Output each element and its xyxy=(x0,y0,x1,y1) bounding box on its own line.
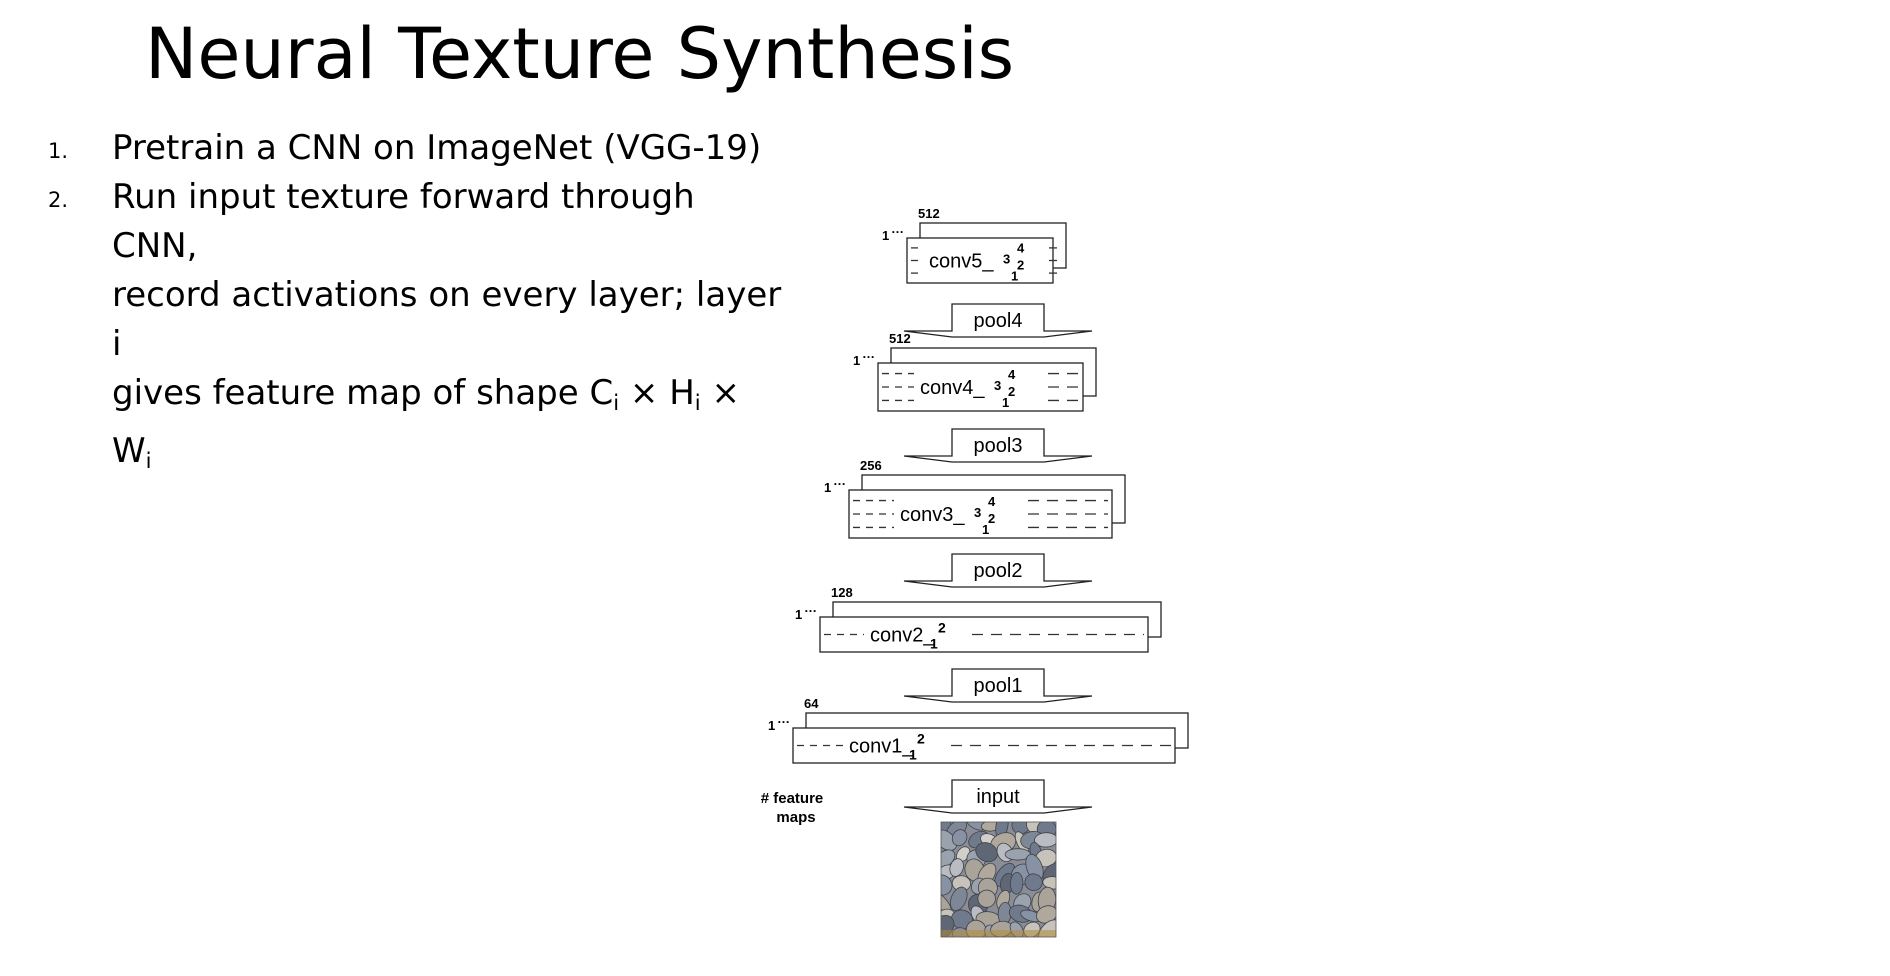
channel-ellipsis: … xyxy=(862,346,875,361)
conv-block-1: conv1_12641… xyxy=(768,696,1189,764)
feature-maps-label: # feature xyxy=(761,790,824,807)
conv-block-3: conv3_12342561… xyxy=(824,458,1126,539)
arrow-label: pool1 xyxy=(974,675,1023,697)
channel-count: 64 xyxy=(804,696,819,711)
input-arrow: input xyxy=(903,779,1093,814)
channel-ellipsis: … xyxy=(891,221,904,236)
channel-ellipsis: … xyxy=(833,473,846,488)
conv-block-label: conv2_ xyxy=(870,625,935,647)
arrow-label: pool4 xyxy=(974,310,1023,332)
pool4-arrow: pool4 xyxy=(903,303,1093,338)
arrow-label: pool2 xyxy=(974,560,1023,582)
bullet-text-line: record activations on every layer; layer… xyxy=(112,275,782,364)
channel-ellipsis: … xyxy=(804,600,817,615)
pool2-arrow: pool2 xyxy=(903,553,1093,588)
channel-index: 1 xyxy=(882,228,889,243)
sublayer-index: 3 xyxy=(994,378,1001,393)
sublayer-index: 4 xyxy=(1008,367,1016,382)
channel-count: 128 xyxy=(831,585,853,600)
texture-image xyxy=(940,821,1057,938)
sublayer-index: 4 xyxy=(1017,241,1025,256)
conv-block-label: conv3_ xyxy=(900,504,965,526)
bullet-text: Pretrain a CNN on ImageNet (VGG-19) xyxy=(112,128,762,168)
bullet-number: 2. xyxy=(48,188,69,212)
sublayer-index: 2 xyxy=(1008,384,1015,399)
sublayer-index: 1 xyxy=(930,636,938,652)
sublayer-index: 4 xyxy=(988,494,996,509)
channel-index: 1 xyxy=(824,480,831,495)
conv-block-label: conv5_ xyxy=(929,251,994,273)
channel-ellipsis: … xyxy=(777,711,790,726)
slide-title: Neural Texture Synthesis xyxy=(145,13,1015,95)
sublayer-index: 1 xyxy=(909,747,917,763)
conv-block-4: conv4_12345121… xyxy=(853,331,1097,412)
sublayer-index: 1 xyxy=(982,522,989,537)
channel-count: 512 xyxy=(918,206,940,221)
pool3-arrow: pool3 xyxy=(903,428,1093,463)
channel-index: 1 xyxy=(795,607,802,622)
bullet-number: 1. xyxy=(48,139,69,163)
shape-formula: Ci × Hi × Wi xyxy=(112,373,740,473)
sublayer-index: 1 xyxy=(1011,269,1018,284)
conv-block-label: conv4_ xyxy=(920,377,985,399)
sublayer-index: 3 xyxy=(974,505,981,520)
channel-index: 1 xyxy=(853,353,860,368)
pool1-arrow: pool1 xyxy=(903,668,1093,703)
bullet-list: 1. Pretrain a CNN on ImageNet (VGG-19) 2… xyxy=(44,124,784,485)
conv-block-2: conv2_121281… xyxy=(795,585,1162,653)
bullet-text-line: Run input texture forward through CNN, xyxy=(112,177,695,266)
sublayer-index: 2 xyxy=(938,620,946,636)
conv-block-label: conv1_ xyxy=(849,736,914,758)
bullet-item-2: 2. Run input texture forward through CNN… xyxy=(44,173,784,485)
sublayer-index: 3 xyxy=(1003,252,1010,267)
channel-count: 512 xyxy=(889,331,911,346)
channel-count: 256 xyxy=(860,458,882,473)
bullet-text-line: gives feature map of shape Ci × Hi × Wi xyxy=(112,373,740,473)
sublayer-index: 2 xyxy=(988,511,995,526)
sublayer-index: 1 xyxy=(1002,395,1009,410)
bullet-item-1: 1. Pretrain a CNN on ImageNet (VGG-19) xyxy=(44,124,784,173)
feature-maps-label: maps xyxy=(776,809,815,826)
conv-block-5: conv5_12345121… xyxy=(882,206,1067,284)
sublayer-index: 2 xyxy=(1017,258,1024,273)
arrow-label: pool3 xyxy=(974,435,1023,457)
sublayer-index: 2 xyxy=(917,731,925,747)
arrow-label: input xyxy=(976,786,1020,808)
channel-index: 1 xyxy=(768,718,775,733)
